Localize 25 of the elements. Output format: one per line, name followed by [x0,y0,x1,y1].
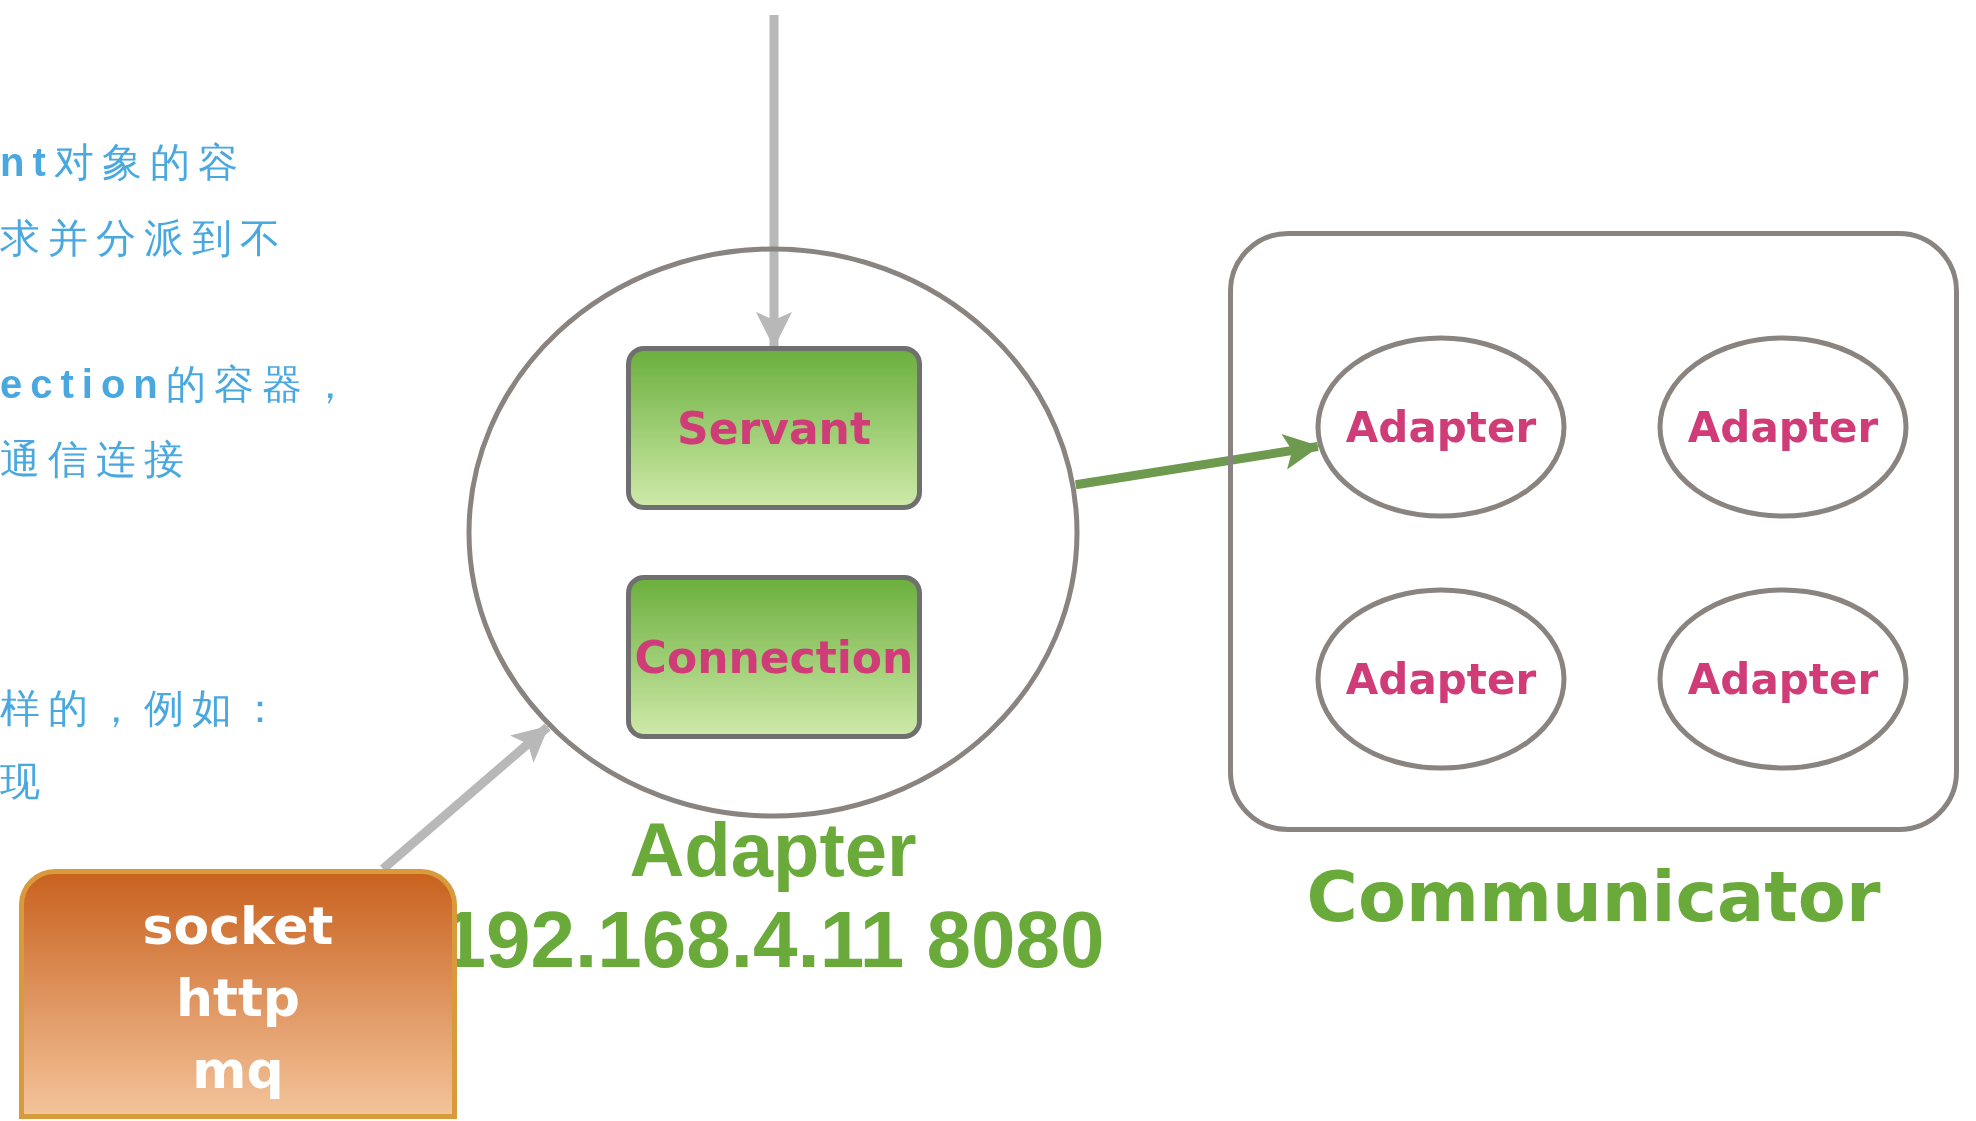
description-text: nt对象的容 [0,138,246,187]
description-text: 通信连接 [0,435,192,484]
component-box [626,575,922,739]
adapter-label: Adapter [1344,402,1538,452]
protocol-name: socket [141,896,335,956]
arrow [1075,433,1320,490]
description-text: 现 [0,757,48,806]
adapter-label: Adapter [1686,402,1880,452]
protocol-box [19,869,457,1119]
description-text: 样的，例如： [0,684,288,733]
adapter-ellipse [1657,587,1909,771]
protocol-name: mq [191,1040,285,1100]
protocol-name: http [175,968,301,1028]
description-text: 求并分派到不 [0,214,288,263]
arrow [756,15,792,348]
adapter-ellipse [1315,335,1567,519]
component-box [626,346,922,510]
component-label: Connection [633,631,915,683]
adapter-label: Adapter [1344,654,1538,704]
component-label: Servant [676,402,872,454]
adapter-ellipse [1657,335,1909,519]
communicator-title: Communicator [1305,856,1882,938]
adapter-ellipse [1315,587,1567,771]
adapter-title: Adapter [628,806,918,893]
adapter-label: Adapter [1686,654,1880,704]
